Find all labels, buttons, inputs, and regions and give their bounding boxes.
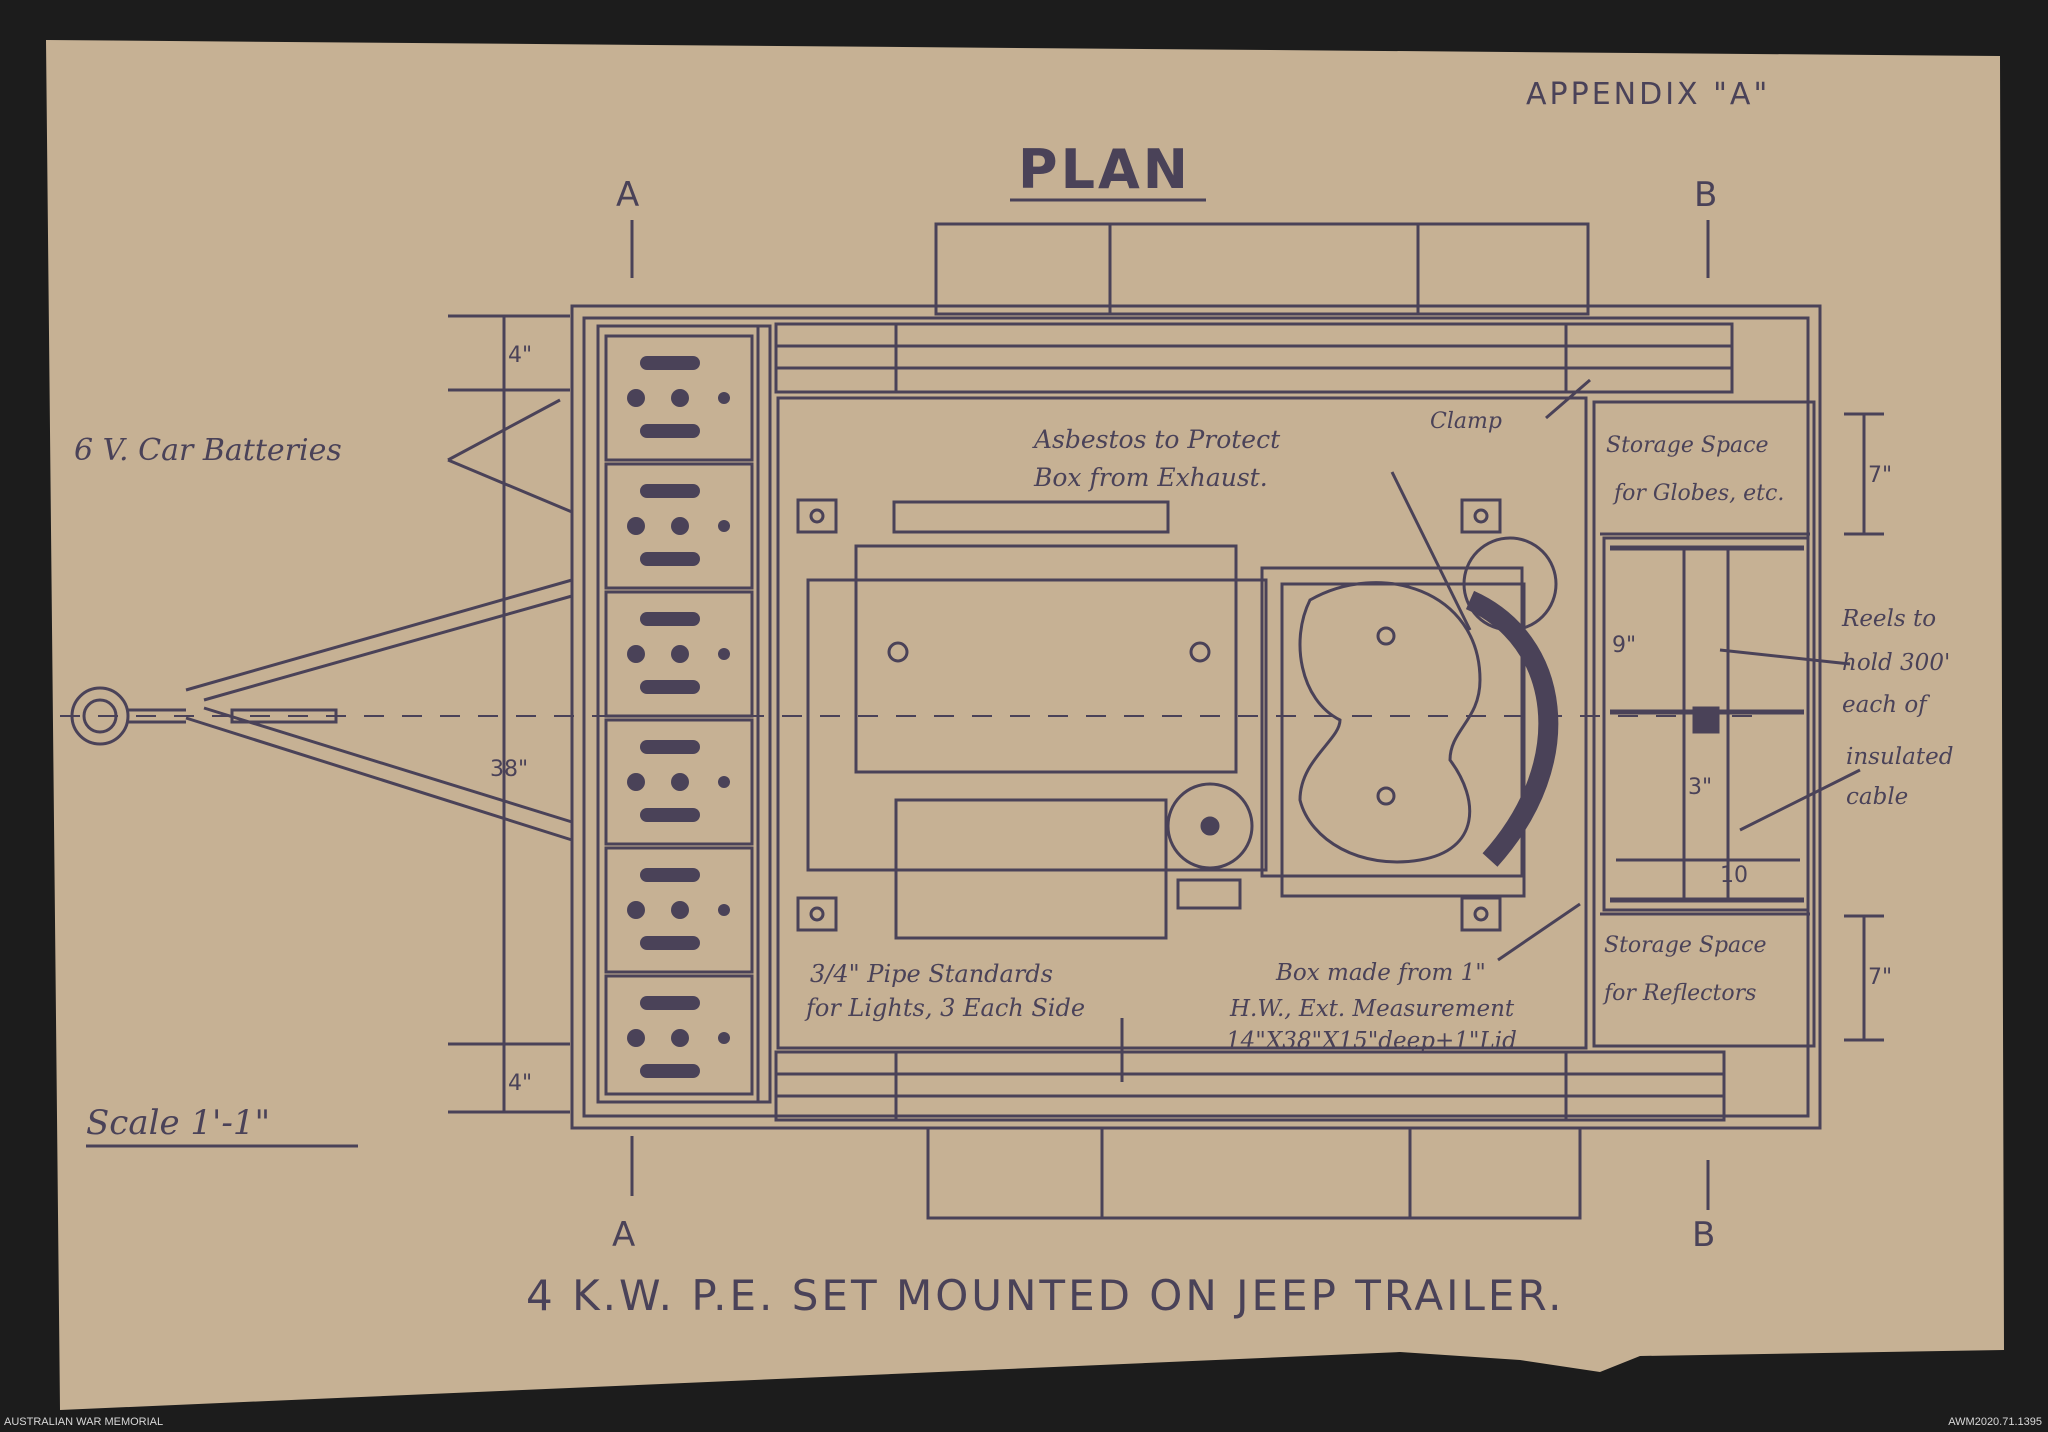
drawing-caption: 4 K.W. P.E. SET MOUNTED ON JEEP TRAILER.: [526, 1271, 1564, 1320]
battery-box: [894, 798, 1168, 940]
battery-column: [596, 324, 772, 1104]
cable-reel: [1602, 536, 1810, 912]
scale-label: Scale 1'-1": [86, 1103, 270, 1143]
bottom-rail: [774, 1050, 1726, 1122]
reels-label-5: cable: [1846, 784, 1908, 810]
dim-bottom-4: 4": [508, 1071, 532, 1096]
section-a-top: A: [616, 175, 639, 215]
right-compartment: [1592, 400, 1816, 1048]
asbestos-plate: [892, 500, 1170, 534]
battery-terminals: [627, 356, 730, 1078]
dim-reel-10: 10: [1720, 863, 1748, 888]
dim-reel-9: 9": [1612, 633, 1636, 658]
plan-title: PLAN: [1018, 138, 1191, 201]
engine-cylinder: [1298, 581, 1482, 864]
footer-right: AWM2020.71.1395: [1948, 1416, 2042, 1428]
dim-height-38: 38": [490, 757, 528, 782]
paper-sheet: [46, 40, 2004, 1410]
pipe-label-1: 3/4" Pipe Standards: [810, 960, 1053, 988]
section-b-bottom: B: [1692, 1215, 1715, 1255]
generator-base: [806, 578, 1268, 872]
top-wheel-box: [934, 222, 1590, 316]
mount-brackets: [796, 498, 1502, 932]
dim-right-7-top: 7": [1868, 463, 1892, 488]
engine-box: [1260, 566, 1524, 878]
storage-reflectors-label-1: Storage Space: [1604, 933, 1767, 958]
reels-label-1: Reels to: [1841, 606, 1936, 632]
drawing-lines: [60, 220, 1884, 1220]
pipe-label-2: for Lights, 3 Each Side: [804, 994, 1085, 1022]
clamp-label: Clamp: [1430, 409, 1502, 434]
section-a-bottom: A: [612, 1215, 635, 1255]
asbestos-label-1: Asbestos to Protect: [1032, 425, 1281, 454]
section-b-top: B: [1694, 175, 1717, 215]
box-label-2: H.W., Ext. Measurement: [1229, 996, 1515, 1022]
appendix-label: APPENDIX "A": [1526, 77, 1770, 112]
reels-label-3: each of: [1842, 692, 1930, 718]
dim-top-4: 4": [508, 343, 532, 368]
deck: [776, 396, 1588, 1050]
box-label-1: Box made from 1": [1275, 960, 1486, 986]
dim-reel-3: 3": [1688, 775, 1712, 800]
storage-reflectors-label-2: for Reflectors: [1602, 981, 1756, 1006]
top-rail: [774, 322, 1734, 394]
battery-cells: [604, 334, 754, 1096]
footer-left: AUSTRALIAN WAR MEMORIAL: [4, 1416, 164, 1428]
pulley: [1166, 782, 1254, 870]
storage-globes-label-1: Storage Space: [1606, 433, 1769, 458]
storage-globes-label-2: for Globes, etc.: [1612, 481, 1784, 506]
fuel-tank: [854, 544, 1238, 774]
box-label-3: 14"X38"X15"deep+1"Lid: [1226, 1028, 1517, 1054]
reels-label-2: hold 300': [1842, 650, 1950, 676]
dim-right-7-bottom: 7": [1868, 965, 1892, 990]
asbestos-label-2: Box from Exhaust.: [1033, 463, 1268, 492]
batteries-label: 6 V. Car Batteries: [74, 433, 342, 468]
reels-label-4: insulated: [1846, 744, 1953, 770]
exhaust-pipe: [1465, 590, 1559, 867]
